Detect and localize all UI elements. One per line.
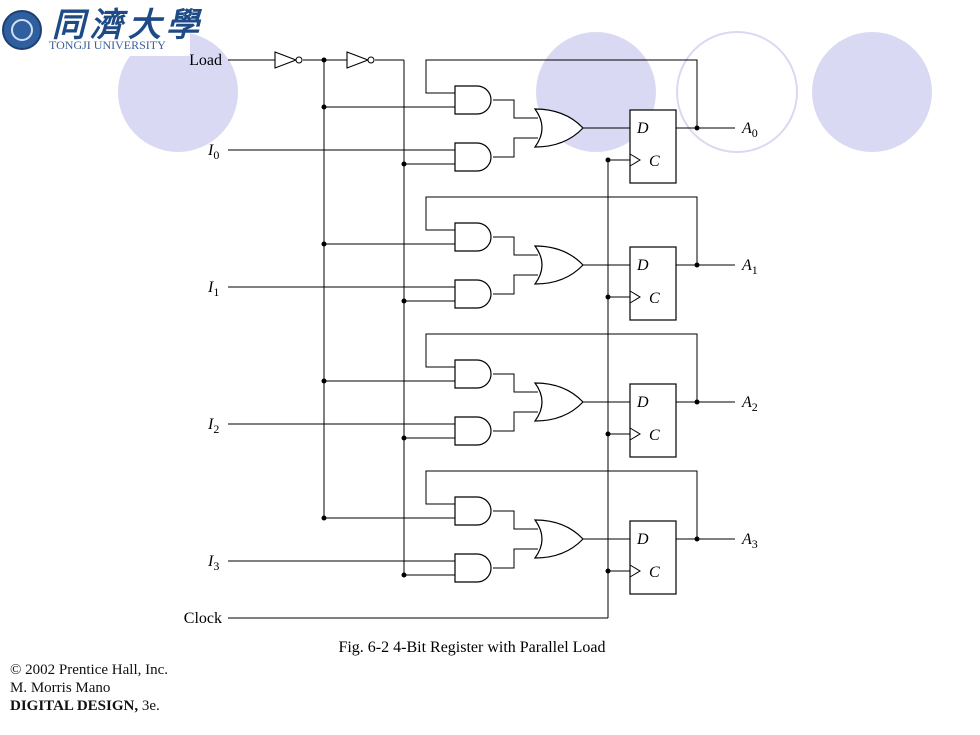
output-a0-label: A0 xyxy=(741,120,758,140)
book-title: DIGITAL DESIGN, xyxy=(10,698,139,714)
clock-label: Clock xyxy=(184,610,222,627)
ff0-d-label: D xyxy=(636,120,649,137)
university-seal-icon xyxy=(2,10,42,50)
ff2-d-label: D xyxy=(636,394,649,411)
ff3-c-label: C xyxy=(649,564,660,581)
book-line: DIGITAL DESIGN, 3e. xyxy=(10,697,168,715)
ff1-d-label: D xyxy=(636,257,649,274)
logo-chinese-name: 同濟大學 xyxy=(52,5,204,44)
credit-block: © 2002 Prentice Hall, Inc. M. Morris Man… xyxy=(10,661,168,715)
ff2-c-label: C xyxy=(649,427,660,444)
circuit-wiring xyxy=(228,51,609,619)
decor-circle-4 xyxy=(812,32,932,152)
load-label: Load xyxy=(189,52,222,69)
author-line: M. Morris Mano xyxy=(10,680,111,696)
copyright-line: © 2002 Prentice Hall, Inc. xyxy=(10,662,169,678)
university-logo: 同濟大學 TONGJI UNIVERSITY xyxy=(0,4,199,56)
figure-caption: Fig. 6-2 4-Bit Register with Parallel Lo… xyxy=(338,639,605,656)
input-i3-label: I3 xyxy=(207,553,219,573)
inverter-1-icon xyxy=(274,51,298,69)
logo-english-name: TONGJI UNIVERSITY xyxy=(49,38,166,52)
input-i1-label: I1 xyxy=(207,279,219,299)
output-a3-label: A3 xyxy=(741,531,758,551)
ff0-c-label: C xyxy=(649,153,660,170)
output-a1-label: A1 xyxy=(741,257,758,277)
input-i2-label: I2 xyxy=(207,416,219,436)
input-i0-label: I0 xyxy=(207,142,219,162)
decor-circle-1 xyxy=(118,32,238,152)
ff3-d-label: D xyxy=(636,531,649,548)
output-a2-label: A2 xyxy=(741,394,758,414)
book-edition: 3e. xyxy=(138,698,160,714)
ff1-c-label: C xyxy=(649,290,660,307)
inverter-2-icon xyxy=(346,51,370,69)
decor-circle-3 xyxy=(676,31,798,153)
